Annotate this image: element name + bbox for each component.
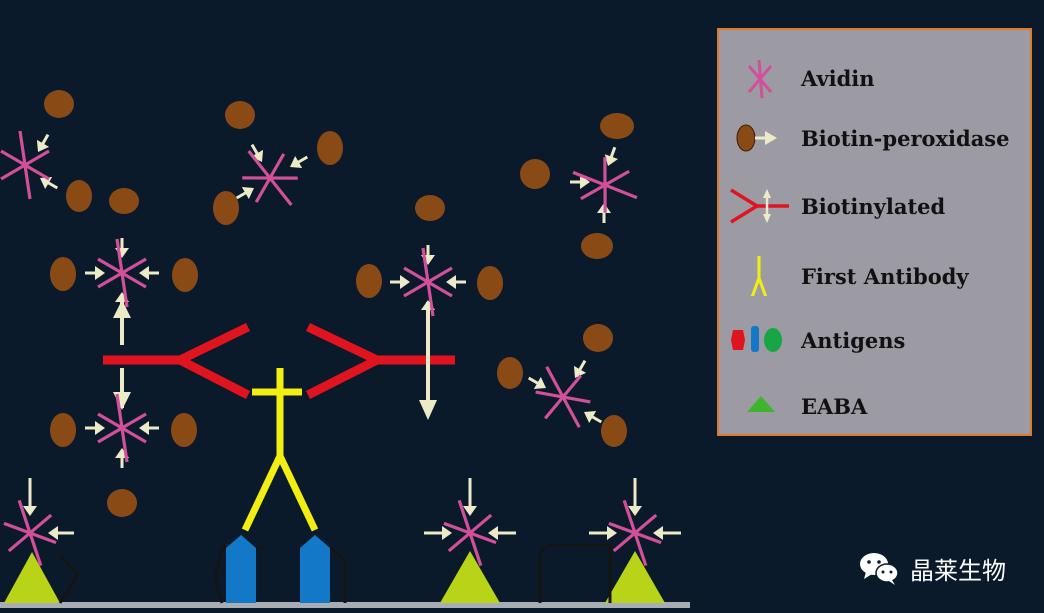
- legend-item-first-antibody: First Antibody: [719, 256, 1030, 296]
- legend-item-avidin: Avidin: [719, 58, 1030, 98]
- watermark-text: 晶莱生物: [910, 556, 1006, 585]
- biotin-peroxidase: [50, 413, 76, 447]
- biotinylated-antibody-icon: [730, 188, 789, 224]
- eaba-triangle: [605, 551, 665, 603]
- legend-item-antigens: Antigens: [719, 320, 1030, 360]
- wechat-icon: [860, 553, 899, 585]
- avidin-cross-icon: [747, 59, 773, 98]
- watermark: 晶莱生物: [858, 548, 1006, 588]
- avidin-complex: [0, 90, 92, 212]
- legend: Avidin Biotin-peroxidase Biotinylated: [717, 28, 1032, 436]
- avidin-complex: [50, 188, 198, 345]
- avidin-complex: [424, 478, 516, 573]
- biotin-peroxidase: [225, 101, 255, 129]
- antigen-blue: [226, 535, 256, 603]
- biotin-peroxidase: [50, 257, 76, 291]
- biotin-peroxidase: [171, 413, 197, 447]
- avidin-complex: [589, 478, 681, 573]
- legend-label: Antigens: [801, 328, 906, 353]
- avidin-complex: [356, 195, 503, 420]
- biotin-peroxidase: [172, 258, 198, 292]
- antigen-outline: [329, 546, 347, 603]
- legend-label: First Antibody: [801, 264, 969, 289]
- biotin-peroxidase: [497, 357, 523, 389]
- biotin-peroxidase-icon: [736, 124, 777, 152]
- biotin-peroxidase: [477, 266, 503, 300]
- antigen-outline: [58, 553, 80, 604]
- antigen-blue: [300, 535, 330, 603]
- first-antibody-icon: [750, 256, 768, 296]
- avidin-complex: [50, 368, 197, 517]
- biotin-peroxidase: [601, 415, 627, 447]
- biotin-peroxidase: [109, 188, 139, 214]
- biotin-peroxidase: [44, 90, 74, 118]
- first-antibody: [241, 368, 319, 532]
- biotin-peroxidase: [600, 113, 634, 139]
- antigens-icon: [731, 326, 782, 352]
- eaba-triangle-icon: [747, 396, 775, 412]
- legend-label: Avidin: [801, 66, 875, 91]
- avidin-complex: [520, 113, 649, 259]
- biotin-peroxidase: [415, 195, 445, 221]
- biotin-peroxidase: [581, 233, 613, 259]
- legend-item-eaba: EABA: [719, 386, 1030, 426]
- biotin-peroxidase: [356, 264, 382, 298]
- avidin-complex: [0, 478, 74, 573]
- biotin-peroxidase: [317, 131, 343, 165]
- legend-label: EABA: [801, 394, 868, 419]
- biotin-peroxidase: [583, 324, 613, 352]
- legend-label: Biotinylated: [801, 194, 946, 219]
- eaba-triangle: [4, 552, 60, 603]
- antigen-outline: [538, 543, 612, 603]
- biotinylated-antibody: [103, 322, 455, 400]
- biotin-peroxidase: [213, 191, 239, 225]
- avidin-complex: [497, 324, 627, 447]
- legend-item-biotinylated: Biotinylated: [719, 186, 1030, 226]
- eaba-triangle: [440, 551, 500, 603]
- legend-item-biotin-peroxidase: Biotin-peroxidase: [719, 118, 1030, 158]
- biotin-peroxidase: [520, 159, 550, 189]
- biotin-peroxidase: [66, 180, 92, 212]
- avidin-complex: [213, 101, 343, 225]
- legend-label: Biotin-peroxidase: [801, 126, 1010, 151]
- biotin-peroxidase: [107, 489, 137, 517]
- ground-line: [0, 602, 690, 608]
